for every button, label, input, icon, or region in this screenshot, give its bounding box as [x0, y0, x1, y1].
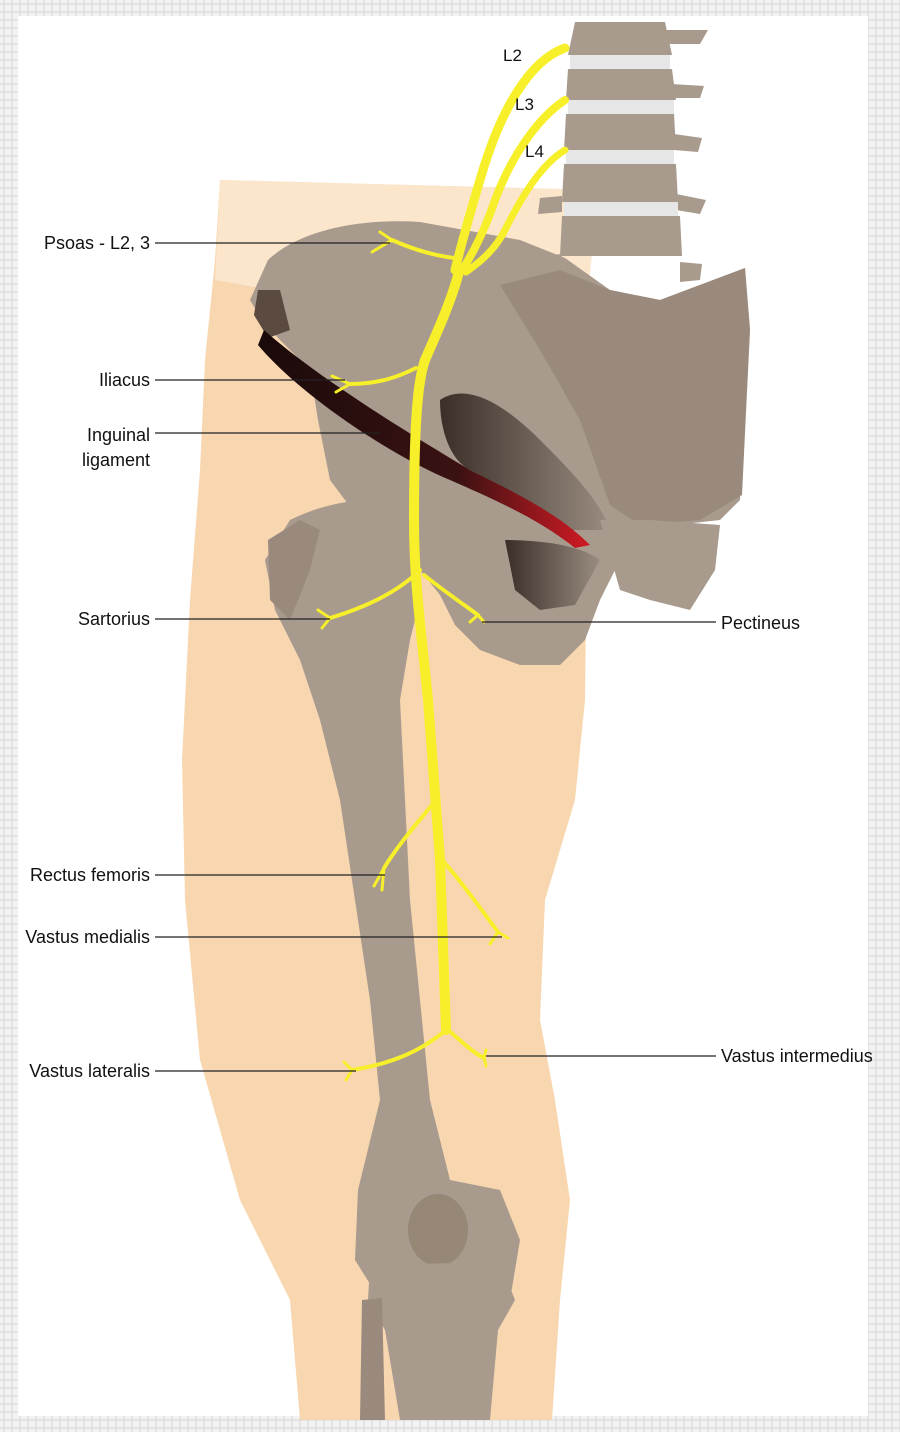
label-iliacus: Iliacus	[98, 370, 150, 390]
label-sartorius: Sartorius	[77, 609, 150, 629]
patella	[408, 1194, 468, 1266]
vertebra-label-l4: L4	[525, 142, 544, 161]
label-psoas: Psoas - L2, 3	[43, 233, 150, 253]
vertebra-label-l2: L2	[503, 46, 522, 65]
label-vastus-medialis: Vastus medialis	[25, 927, 150, 947]
lumbar-spine	[538, 22, 708, 282]
label-rectus-femoris: Rectus femoris	[29, 865, 150, 885]
femur	[265, 500, 520, 1320]
label-inguinal-line1: Inguinal	[86, 425, 150, 445]
inguinal-ligament	[258, 330, 590, 548]
label-vastus-lateralis: Vastus lateralis	[29, 1061, 150, 1081]
label-inguinal-line2: ligament	[81, 450, 150, 470]
vertebra-label-l3: L3	[515, 95, 534, 114]
lower-leg-bones	[360, 1262, 515, 1420]
label-vastus-intermedius: Vastus intermedius	[721, 1046, 873, 1066]
pelvis	[250, 221, 750, 666]
label-pectineus: Pectineus	[721, 613, 801, 633]
femoral-nerve	[316, 43, 570, 1082]
leader-lines	[155, 242, 716, 1072]
